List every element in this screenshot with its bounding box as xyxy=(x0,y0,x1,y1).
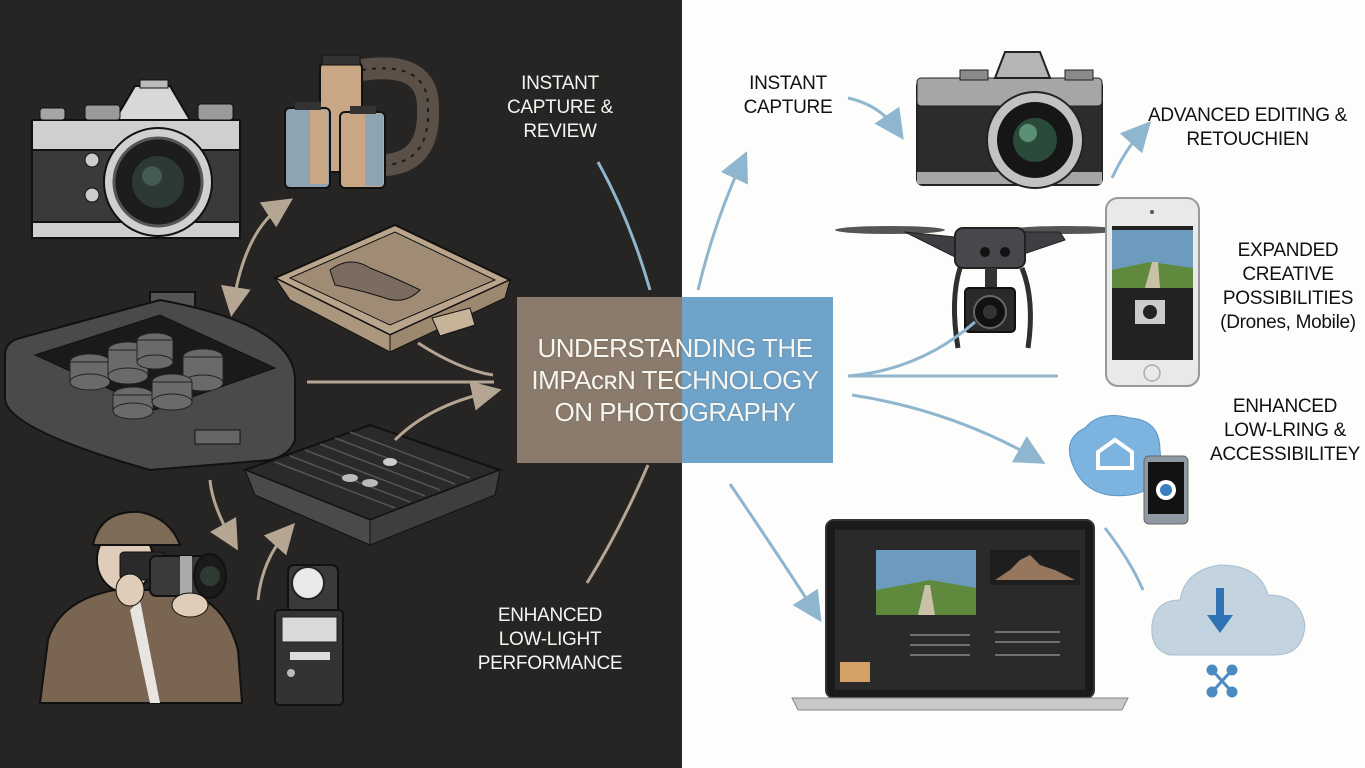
film-tank-icon xyxy=(4,291,296,472)
label-instant-capture-review: INSTANT CAPTURE & REVIEW xyxy=(506,73,614,142)
label-instant-capture: INSTANT CAPTURE xyxy=(743,73,833,118)
label-advanced-editing: ADVANCED EDITING & RETOUCHIEN xyxy=(1147,105,1348,150)
center-title-box xyxy=(517,297,833,463)
drying-rack-icon xyxy=(242,423,503,546)
analog-arrows xyxy=(208,161,652,601)
center-box-digital-half xyxy=(682,297,833,463)
label-expanded-creative-possibilities: EXPANDED CREATIVE POSSIBILITIES (Drones,… xyxy=(1220,240,1356,333)
arrow-meter-up xyxy=(256,523,295,601)
light-meter-icon xyxy=(274,564,344,706)
center-box-analog-half xyxy=(517,297,682,463)
arrow-camera-to-tank xyxy=(221,198,294,317)
arrow-rack-to-center xyxy=(393,381,502,442)
film-roll-icon xyxy=(284,54,440,189)
arrow-bottom-to-center xyxy=(585,464,650,584)
arrow-tank-to-photographer xyxy=(208,479,238,551)
label-enhanced-low-light-performance: ENHANCED LOW-LIGHT PERFORMANCE xyxy=(477,605,623,674)
arrow-top-to-center xyxy=(596,161,652,291)
developing-tray-icon xyxy=(272,223,513,353)
label-enhanced-low-lring-accessibility: ENHANCED LOW-LRING & ACCESSIBILITEY xyxy=(1210,396,1360,465)
analog-illustrations xyxy=(4,54,513,706)
photographer-icon xyxy=(38,510,244,704)
slr-camera-icon xyxy=(31,79,241,239)
page-title: UNDERSTANDING THE IMPAᴄʀN TECHNOLOGY ON … xyxy=(531,333,819,427)
arrow-tray-to-center xyxy=(417,341,494,377)
